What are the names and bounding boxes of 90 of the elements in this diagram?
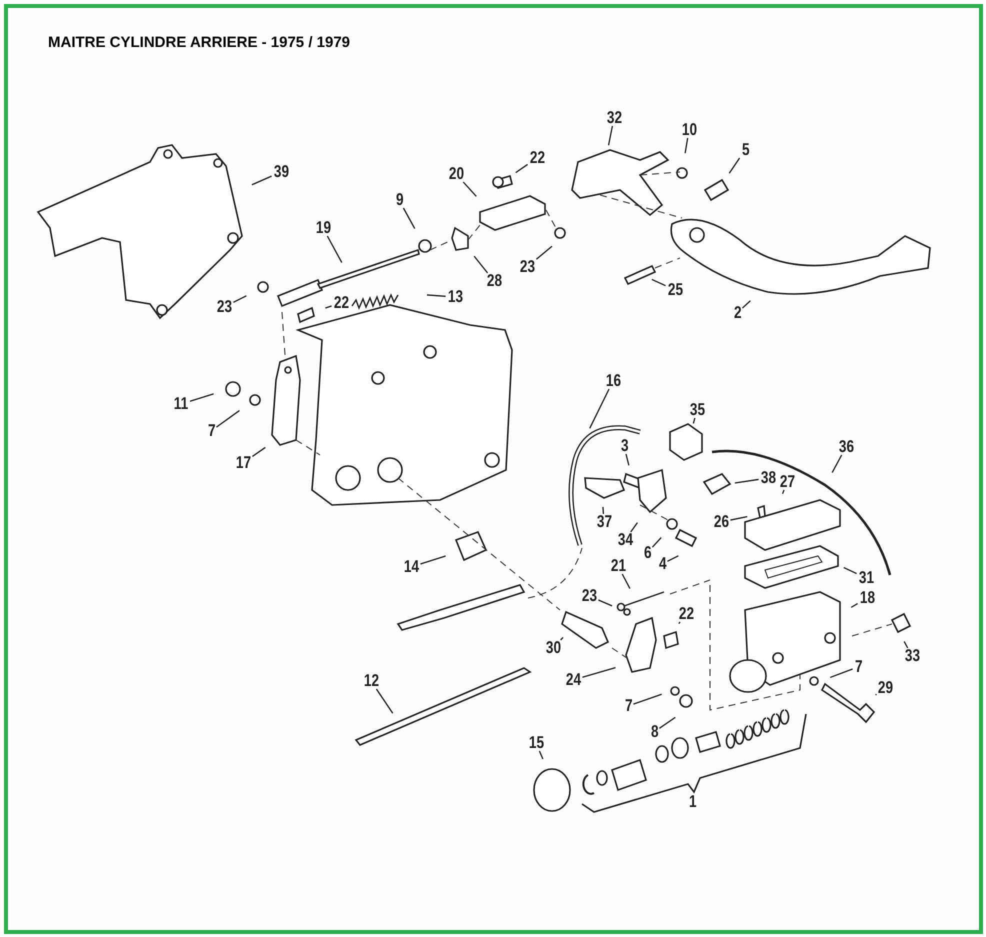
callout-number: 26	[712, 513, 730, 531]
leader-line	[426, 294, 446, 297]
callout-number: 17	[234, 454, 252, 472]
leader-line	[622, 574, 630, 589]
callout-number: 31	[858, 569, 874, 587]
callout-number: 14	[402, 558, 420, 576]
callout-number: 29	[876, 679, 894, 697]
callout-number: 35	[688, 401, 706, 419]
leader-line	[659, 716, 676, 729]
leader-line	[462, 182, 477, 197]
leader-line	[843, 566, 857, 574]
callout-number: 5	[740, 141, 750, 159]
callout-number: 34	[616, 531, 634, 549]
callout-number: 22	[678, 605, 694, 623]
leader-line	[190, 393, 214, 402]
leader-line	[252, 176, 272, 186]
callout-number: 15	[528, 734, 544, 752]
leader-line	[904, 641, 908, 648]
callout-number: 2	[732, 304, 742, 322]
callout-number: 6	[642, 544, 652, 562]
leader-line	[598, 599, 612, 606]
leader-line	[376, 688, 394, 714]
leader-line	[608, 126, 614, 146]
callout-number: 21	[610, 557, 626, 575]
leader-line	[325, 305, 332, 309]
leader-line	[216, 410, 240, 428]
callout-number: 4	[658, 555, 667, 573]
leader-line	[233, 295, 247, 303]
leader-line	[734, 478, 759, 484]
leader-line	[252, 446, 266, 457]
leader-line	[652, 537, 662, 548]
callout-number: 27	[778, 473, 796, 491]
leader-line	[515, 164, 528, 174]
leader-line	[692, 418, 696, 424]
callout-number: 7	[854, 658, 863, 676]
callout-number: 16	[604, 372, 622, 390]
callout-number: 25	[666, 281, 684, 299]
leader-line	[782, 490, 785, 494]
callout-number: 36	[838, 438, 854, 456]
callout-number: 33	[904, 647, 920, 665]
callout-number: 18	[858, 589, 876, 607]
leader-line	[474, 256, 488, 274]
leader-line	[589, 388, 610, 429]
leader-line	[602, 506, 604, 514]
leader-line	[730, 516, 748, 521]
callout-number: 7	[624, 697, 633, 715]
callout-number: 10	[680, 121, 698, 139]
leader-line	[625, 454, 630, 466]
callout-number: 24	[564, 671, 582, 689]
leader-line	[560, 636, 564, 640]
callout-number: 1	[688, 793, 697, 811]
callout-number: 32	[606, 109, 622, 127]
callout-number: 3	[620, 437, 629, 455]
leader-line	[402, 208, 416, 229]
leader-line	[832, 454, 842, 473]
leader-line	[420, 555, 446, 565]
callout-number: 8	[650, 723, 659, 741]
diagram-title: MAITRE CYLINDRE ARRIERE - 1975 / 1979	[48, 34, 350, 51]
leader-line	[652, 278, 666, 286]
leader-line	[830, 668, 853, 678]
leader-line	[633, 694, 662, 705]
leader-line	[742, 300, 751, 309]
leader-line	[536, 246, 552, 260]
callout-number: 22	[528, 149, 546, 167]
callout-number: 12	[362, 672, 380, 690]
leader-line	[630, 522, 638, 532]
callout-number: 13	[446, 288, 464, 306]
leader-line	[326, 236, 342, 263]
callout-number: 38	[760, 469, 776, 487]
leader-line	[678, 622, 681, 624]
callout-number: 19	[314, 219, 332, 237]
leader-line	[538, 750, 544, 760]
leader-line	[850, 603, 858, 608]
callout-number: 23	[216, 298, 232, 316]
callout-number: 23	[518, 258, 536, 276]
callout-number: 23	[580, 587, 598, 605]
callout-number: 7	[206, 422, 216, 440]
callout-number: 37	[596, 513, 612, 531]
leader-line	[875, 694, 877, 696]
callout-number: 20	[448, 165, 464, 183]
callout-number: 30	[544, 639, 562, 657]
callout-number: 9	[394, 191, 404, 209]
callout-number: 28	[486, 272, 502, 290]
leader-line	[684, 138, 688, 154]
callout-number: 39	[272, 163, 290, 181]
leader-line	[667, 555, 679, 562]
callout-number: 22	[332, 294, 350, 312]
leader-line	[728, 158, 740, 174]
callout-number: 11	[173, 395, 189, 413]
leader-line	[582, 667, 616, 678]
